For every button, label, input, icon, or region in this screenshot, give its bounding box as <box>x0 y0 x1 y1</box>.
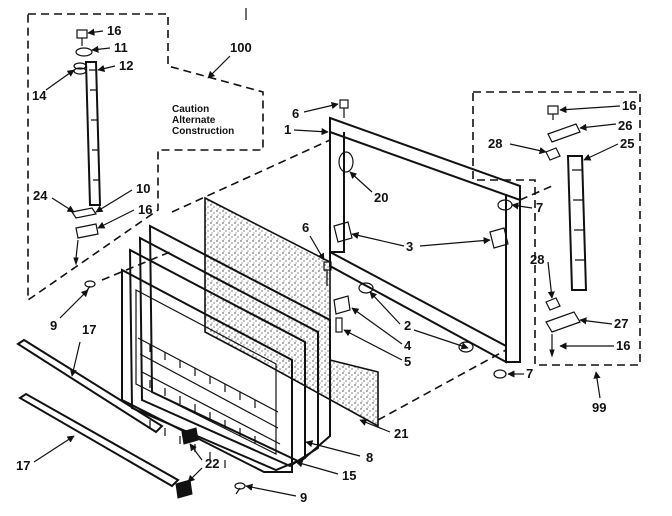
left-hinge-assembly <box>71 29 102 266</box>
leader-7a <box>511 202 533 210</box>
screw-left <box>84 280 96 293</box>
leader-2a <box>369 291 401 325</box>
left-hinge-group-box <box>27 13 264 302</box>
callout-8: 8 <box>366 450 373 465</box>
callout-17-a: 17 <box>82 322 96 337</box>
leader-99 <box>593 371 601 399</box>
callout-5: 5 <box>404 354 411 369</box>
callout-99: 99 <box>592 400 606 415</box>
leader-28a <box>509 143 547 155</box>
leader-100 <box>207 55 231 79</box>
shelf-rail-lower <box>18 392 180 488</box>
guide-line-c <box>377 349 507 421</box>
callout-7-a: 7 <box>536 200 543 215</box>
leader-21 <box>359 419 391 433</box>
callout-9-a: 9 <box>50 318 57 333</box>
callout-9-b: 9 <box>300 490 307 505</box>
screw-bottom <box>234 482 246 495</box>
callout-25: 25 <box>620 136 634 151</box>
callout-16-a: 16 <box>107 23 121 38</box>
callout-100: 100 <box>230 40 252 55</box>
callout-2: 2 <box>404 318 411 333</box>
caution-note-line-1: Caution <box>172 104 209 115</box>
leader-3a <box>351 231 405 247</box>
callout-22: 22 <box>205 456 219 471</box>
leader-17b <box>33 435 75 463</box>
door-liner <box>121 224 331 473</box>
leader-15 <box>295 460 339 475</box>
leader-10 <box>95 189 133 213</box>
callout-17-b: 17 <box>16 458 30 473</box>
insulation-panel <box>204 196 379 428</box>
leader-16c <box>559 105 621 114</box>
leader-9b <box>245 483 297 497</box>
leader-16a <box>87 28 104 36</box>
leader-22 <box>189 443 203 461</box>
leader-11 <box>91 45 111 53</box>
callout-14: 14 <box>32 88 47 103</box>
caution-note-line-2: Alternate <box>172 115 216 126</box>
leader-8 <box>305 440 361 457</box>
callout-28-a: 28 <box>488 136 502 151</box>
guide-line-d <box>519 185 553 201</box>
leader-24 <box>51 197 75 213</box>
leader-4 <box>351 307 403 345</box>
leader-2b <box>413 329 469 350</box>
callout-24: 24 <box>33 188 48 203</box>
callout-3: 3 <box>406 239 413 254</box>
callout-27: 27 <box>614 316 628 331</box>
leader-5 <box>343 329 403 361</box>
leader-27 <box>579 317 613 325</box>
leader-6a <box>303 101 339 113</box>
callout-10: 10 <box>136 181 150 196</box>
callout-20: 20 <box>374 190 388 205</box>
leader-1 <box>293 128 329 136</box>
callout-4: 4 <box>404 338 412 353</box>
callout-16-b: 16 <box>138 202 152 217</box>
leader-20 <box>349 171 373 193</box>
right-hinge-assembly <box>545 105 588 358</box>
callout-11: 11 <box>114 40 128 55</box>
leader-25 <box>583 143 619 161</box>
leader-3b <box>419 236 491 247</box>
guide-line-b <box>171 139 331 213</box>
callout-16-d: 16 <box>616 338 630 353</box>
door-frame <box>323 99 521 379</box>
caution-note-line-3: Construction <box>172 126 234 137</box>
callout-1: 1 <box>284 122 291 137</box>
callout-15: 15 <box>342 468 356 483</box>
callout-28-b: 28 <box>530 252 544 267</box>
callout-6-b: 6 <box>302 220 309 235</box>
leader-9a <box>59 289 89 319</box>
callout-16-c: 16 <box>622 98 636 113</box>
callout-26: 26 <box>618 118 632 133</box>
shelf-rail-upper <box>16 338 164 434</box>
rail-end-cap-upper <box>181 427 199 445</box>
leader-26 <box>579 123 617 131</box>
leader-28b <box>547 261 555 299</box>
leader-12 <box>97 65 116 73</box>
callout-6-a: 6 <box>292 106 299 121</box>
rail-end-cap-lower <box>175 479 193 499</box>
leader-22b <box>187 467 203 483</box>
leader-16b <box>97 209 135 229</box>
leader-17a <box>69 341 81 377</box>
callout-7-b: 7 <box>526 366 533 381</box>
leader-6b <box>309 235 325 261</box>
callout-21: 21 <box>394 426 408 441</box>
callout-12: 12 <box>119 58 133 73</box>
leader-14 <box>45 69 75 91</box>
